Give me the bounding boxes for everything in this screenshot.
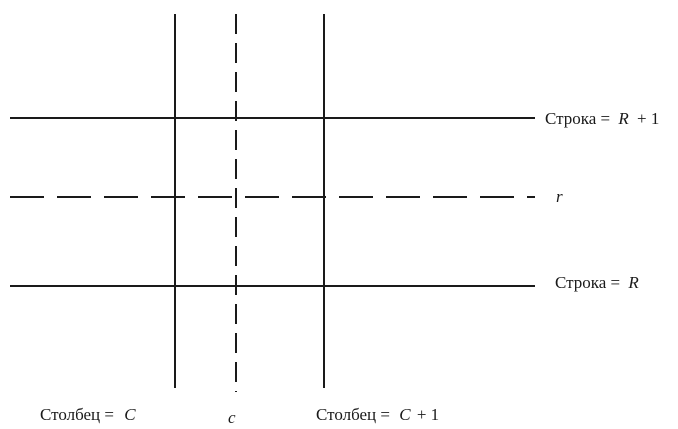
label-row-r: Строка = R	[555, 273, 639, 292]
label-column-c-plus-1-var: C	[399, 405, 411, 424]
label-row-r-plus-1-suffix: + 1	[637, 109, 659, 128]
label-row-r-prefix: Строка =	[555, 273, 620, 292]
label-column-c-dashed: c	[228, 408, 236, 427]
label-column-c-var: C	[124, 405, 136, 424]
label-row-r-plus-1: Строка = R + 1	[545, 109, 659, 128]
label-column-c-prefix: Столбец =	[40, 405, 114, 424]
label-row-r-plus-1-prefix: Строка =	[545, 109, 610, 128]
label-column-c-plus-1-suffix: + 1	[417, 405, 439, 424]
label-row-r-dashed: r	[556, 187, 563, 206]
label-row-r-var: R	[627, 273, 639, 292]
label-column-c-plus-1: Столбец = C + 1	[316, 405, 439, 424]
label-row-r-plus-1-var: R	[617, 109, 629, 128]
label-column-c-plus-1-prefix: Столбец =	[316, 405, 390, 424]
label-column-c: Столбец = C	[40, 405, 136, 424]
